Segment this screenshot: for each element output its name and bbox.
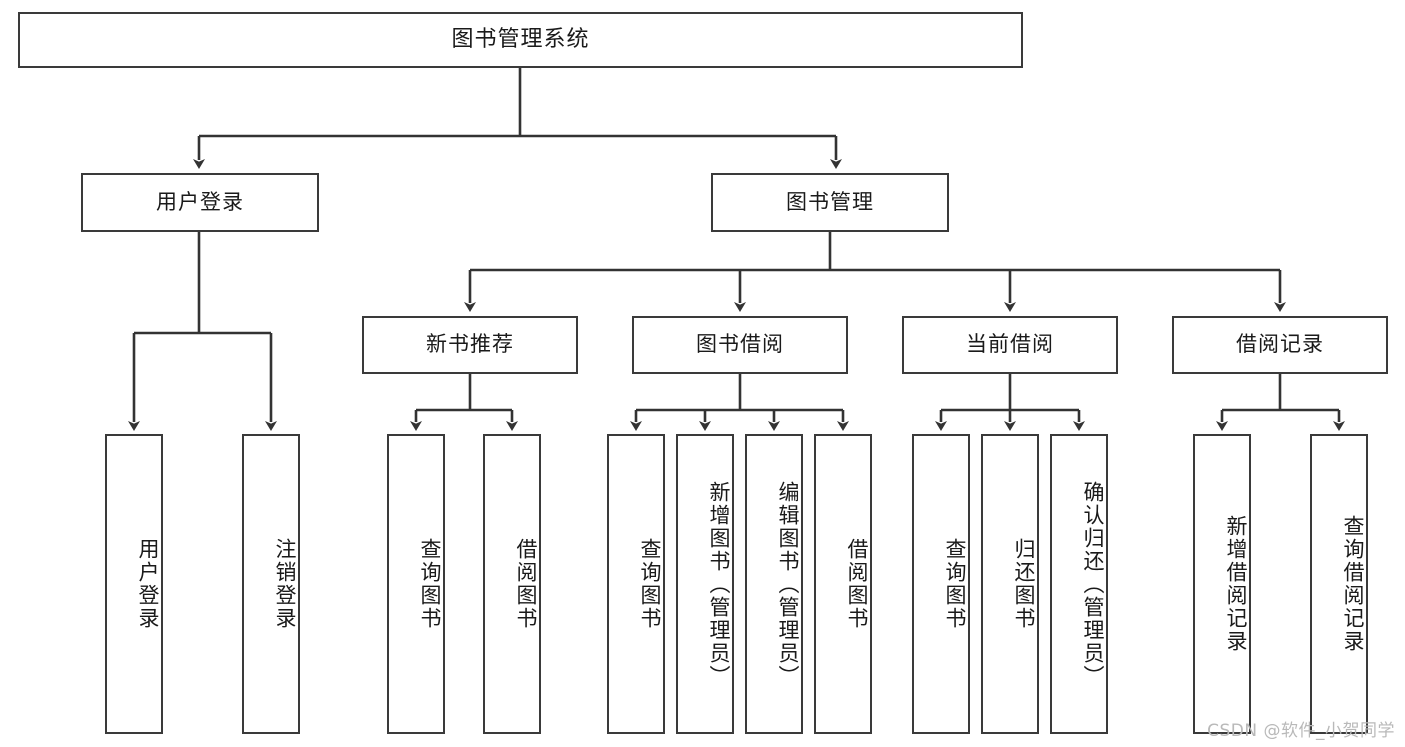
node-book-borrow-label: 图书借阅 [696,332,784,357]
node-leaf-add-book-label: 新增图书（管理员） [707,480,731,688]
node-leaf-query-record[interactable]: 查询借阅记录 [1310,434,1368,734]
node-leaf-return-book-label: 归还图书 [1012,538,1036,630]
node-leaf-query-record-label: 查询借阅记录 [1341,515,1365,653]
node-leaf-add-book[interactable]: 新增图书（管理员） [676,434,734,734]
node-borrow-record[interactable]: 借阅记录 [1172,316,1388,374]
node-leaf-query-book-1-label: 查询图书 [418,538,442,630]
node-leaf-confirm-return-label: 确认归还（管理员） [1081,480,1105,688]
node-new-book-recommend[interactable]: 新书推荐 [362,316,578,374]
node-leaf-query-book-1[interactable]: 查询图书 [387,434,445,734]
node-borrow-record-label: 借阅记录 [1236,332,1324,357]
node-leaf-query-book-3-label: 查询图书 [943,538,967,630]
node-leaf-edit-book[interactable]: 编辑图书（管理员） [745,434,803,734]
node-leaf-user-login[interactable]: 用户登录 [105,434,163,734]
node-leaf-add-record[interactable]: 新增借阅记录 [1193,434,1251,734]
node-book-borrow[interactable]: 图书借阅 [632,316,848,374]
node-leaf-borrow-book-2-label: 借阅图书 [845,538,869,630]
node-leaf-confirm-return[interactable]: 确认归还（管理员） [1050,434,1108,734]
node-current-borrow-label: 当前借阅 [966,332,1054,357]
node-leaf-borrow-book-1-label: 借阅图书 [514,538,538,630]
node-leaf-user-logout-label: 注销登录 [273,538,297,630]
node-leaf-query-book-2-label: 查询图书 [638,538,662,630]
node-leaf-query-book-2[interactable]: 查询图书 [607,434,665,734]
node-root-label: 图书管理系统 [451,26,590,52]
node-leaf-user-login-label: 用户登录 [136,538,160,630]
node-leaf-query-book-3[interactable]: 查询图书 [912,434,970,734]
node-book-management[interactable]: 图书管理 [711,173,949,232]
node-leaf-user-logout[interactable]: 注销登录 [242,434,300,734]
node-leaf-borrow-book-2[interactable]: 借阅图书 [814,434,872,734]
csdn-watermark: CSDN @软件_小贺同学 [1207,721,1395,741]
node-new-book-recommend-label: 新书推荐 [426,332,514,357]
node-root[interactable]: 图书管理系统 [18,12,1023,68]
node-current-borrow[interactable]: 当前借阅 [902,316,1118,374]
node-leaf-borrow-book-1[interactable]: 借阅图书 [483,434,541,734]
node-book-management-label: 图书管理 [786,189,874,214]
node-user-login-label: 用户登录 [156,189,244,214]
node-leaf-edit-book-label: 编辑图书（管理员） [776,480,800,688]
node-leaf-add-record-label: 新增借阅记录 [1224,515,1248,653]
node-leaf-return-book[interactable]: 归还图书 [981,434,1039,734]
node-user-login[interactable]: 用户登录 [81,173,319,232]
